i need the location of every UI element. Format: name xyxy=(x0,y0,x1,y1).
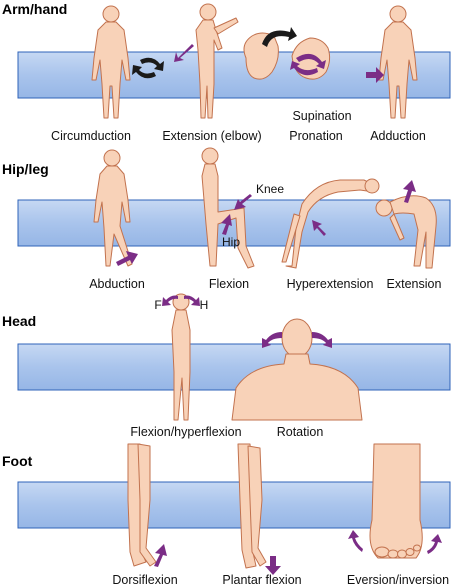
caption-adduction: Adduction xyxy=(370,129,426,143)
figure-eversion-inversion xyxy=(369,443,423,559)
section-foot: Foot xyxy=(2,443,451,587)
figure-adduction xyxy=(378,5,418,119)
curved-arrow-icon xyxy=(132,57,164,79)
section-arm-hand: Arm/hand xyxy=(2,1,451,143)
straight-arrow-icon xyxy=(366,67,384,83)
band-head xyxy=(17,343,451,391)
curved-arrow-icon xyxy=(262,332,332,348)
straight-arrow-icon xyxy=(234,194,252,210)
section-hip-leg: Hip/leg Knee Hip xyxy=(2,147,451,291)
caption-flexion: Flexion xyxy=(209,277,249,291)
label-hip: Hip xyxy=(222,235,240,249)
straight-arrow-icon xyxy=(221,214,232,235)
section-title-foot: Foot xyxy=(2,453,33,469)
caption-extension: Extension xyxy=(387,277,442,291)
caption-flexion-hyperflexion: Flexion/hyperflexion xyxy=(130,425,241,439)
caption-abduction: Abduction xyxy=(89,277,145,291)
straight-arrow-icon xyxy=(265,556,281,575)
figure-abduction xyxy=(93,149,133,267)
curved-arrow-icon xyxy=(348,530,363,552)
caption-eversion-inversion: Eversion/inversion xyxy=(347,573,449,587)
figure-circumduction xyxy=(91,5,131,119)
curved-arrow-icon xyxy=(162,295,200,306)
figure-extension xyxy=(375,195,437,269)
caption-rotation: Rotation xyxy=(277,425,324,439)
curved-arrow-icon xyxy=(262,27,297,47)
caption-extension-elbow: Extension (elbow) xyxy=(162,129,261,143)
figure-flexion-hyperflexion xyxy=(171,293,191,421)
caption-pronation: Pronation xyxy=(289,129,343,143)
straight-arrow-icon xyxy=(174,44,194,62)
straight-arrow-icon xyxy=(154,544,167,567)
section-title-arm-hand: Arm/hand xyxy=(2,1,67,17)
curved-arrow-icon xyxy=(427,534,442,554)
caption-dorsiflexion: Dorsiflexion xyxy=(112,573,177,587)
caption-plantar-flexion: Plantar flexion xyxy=(222,573,301,587)
caption-supination: Supination xyxy=(292,109,351,123)
straight-arrow-icon xyxy=(312,220,326,236)
curved-arrow-icon xyxy=(290,53,326,76)
figure-plantar-flexion xyxy=(237,443,267,569)
figure-extension-elbow xyxy=(195,3,239,119)
straight-arrow-icon xyxy=(403,180,416,203)
label-knee: Knee xyxy=(256,182,284,196)
section-head: Head F H Flexion/hyperflexion Rotation xyxy=(2,293,451,439)
section-title-hip-leg: Hip/leg xyxy=(2,161,49,177)
section-title-head: Head xyxy=(2,313,36,329)
label-h: H xyxy=(200,298,209,312)
straight-arrow-icon xyxy=(116,251,138,266)
figure-hyperextension xyxy=(281,178,380,269)
caption-circumduction: Circumduction xyxy=(51,129,131,143)
caption-hyperextension: Hyperextension xyxy=(287,277,374,291)
label-f: F xyxy=(154,298,161,312)
figure-rotation xyxy=(231,318,363,421)
